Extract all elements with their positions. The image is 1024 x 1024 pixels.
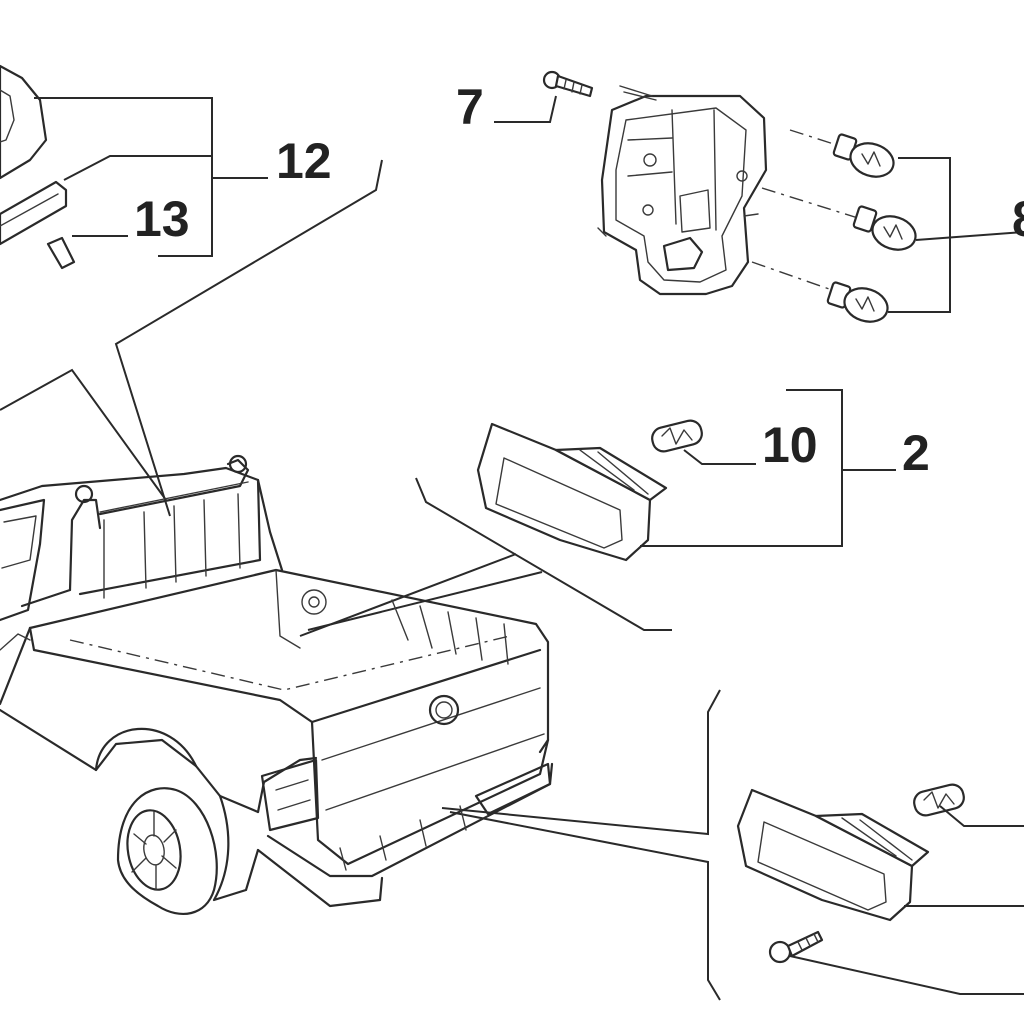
bulb-8-bottom [826,281,889,323]
callout-7: 7 [456,79,484,135]
leader-lines-10-2 [640,389,896,547]
side-lamp-2 [476,422,668,562]
bulb-10 [651,419,703,453]
leader-lines-12-13 [34,97,268,257]
tail-lamp-housing [597,85,768,296]
bulb-8-top [832,133,895,178]
rear-lamp-screw [768,930,824,964]
bulb-8-middle [852,205,917,251]
leader-7 [494,95,557,123]
pickup-truck [0,454,554,915]
callout-13: 13 [134,191,190,247]
bulbs-8 [751,129,1024,323]
interior-lamp-assembly [0,64,76,270]
screw-7 [542,70,594,98]
callout-2: 2 [902,425,930,481]
callout-10: 10 [762,417,818,473]
rear-lamp [736,788,930,922]
rear-lamp-bulb [913,783,965,817]
callout-8: 8 [1012,191,1024,247]
pointer-lines [0,159,721,1001]
leader-lines-rear-lamp [789,805,1024,995]
callout-12: 12 [276,133,332,189]
